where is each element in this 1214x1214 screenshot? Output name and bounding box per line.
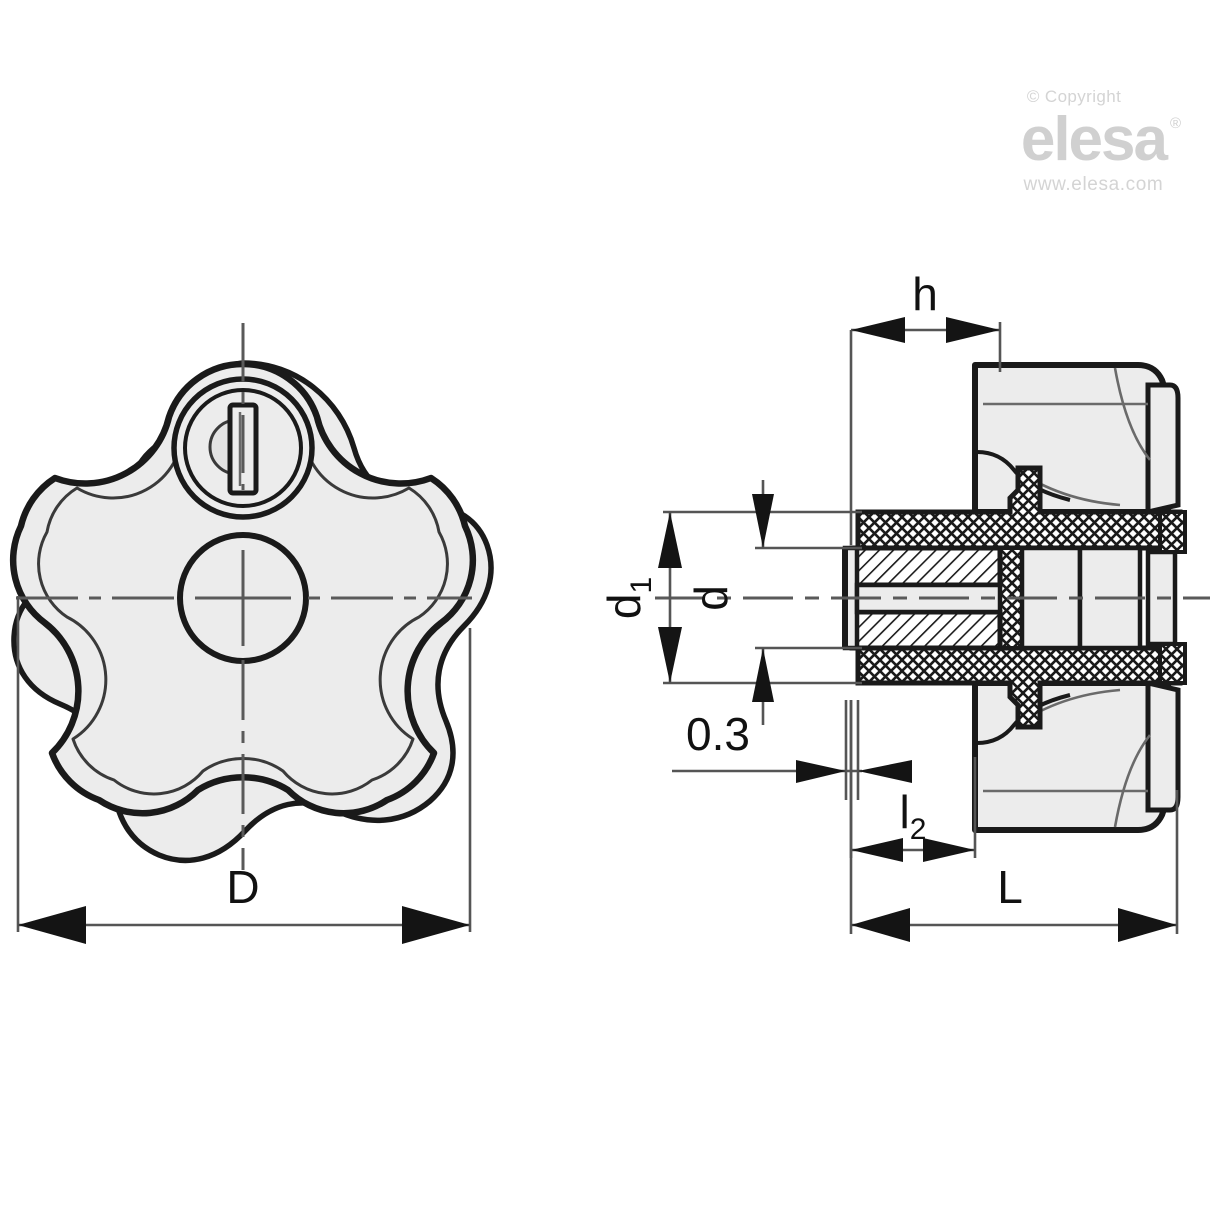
- upper-lobe-body: [972, 362, 1171, 515]
- bush-hatch-upper: [849, 545, 1003, 588]
- dimension-label-l2-main: l: [900, 786, 910, 838]
- dimension-label-d1-sub: 1: [625, 577, 658, 594]
- lower-lobe-body: [972, 680, 1171, 833]
- knob-front-view: [9, 360, 477, 817]
- arrowhead-h-right: [946, 317, 1000, 343]
- arrowhead-d1-bottom: [658, 627, 682, 683]
- dimension-L: L: [849, 700, 1179, 942]
- dimension-label-l2: l2: [900, 786, 927, 846]
- arrowhead-h-left: [851, 317, 905, 343]
- arrowhead-l2-right: [923, 838, 975, 862]
- website-url: www.elesa.com: [1023, 173, 1164, 195]
- lower-lobe-rim: [1145, 679, 1181, 813]
- dimension-label-D: D: [226, 861, 259, 913]
- upper-lobe-rim: [1145, 382, 1181, 516]
- dimension-label-thickness: 0.3: [686, 708, 750, 760]
- arrowhead-D-left: [18, 906, 86, 944]
- dimension-d: d: [685, 480, 862, 725]
- dimension-label-d1-main: d: [598, 594, 650, 620]
- arrowhead-thickness-right: [858, 760, 912, 783]
- elesa-logo-text: elesa: [1020, 105, 1168, 174]
- dimension-label-d1: d1: [598, 577, 658, 619]
- dimension-label-h: h: [912, 268, 938, 320]
- dimension-thickness: 0.3: [672, 700, 912, 800]
- dimension-l2: l2: [849, 700, 977, 862]
- upper-lobe-inner-curve-1: [1113, 367, 1152, 461]
- bush-hatch-lower: [849, 609, 1003, 651]
- arrowhead-L-right: [1118, 908, 1177, 942]
- registered-mark-icon: ®: [1169, 115, 1181, 132]
- arrowhead-d1-top: [658, 512, 682, 568]
- arrowhead-L-left: [851, 908, 910, 942]
- dimension-label-L: L: [997, 861, 1023, 913]
- dimension-label-l2-sub: 2: [910, 813, 927, 846]
- dimension-h: h: [849, 268, 1002, 545]
- right-rim-hatch-lower: [1158, 642, 1187, 685]
- arrowhead-d-bottom: [752, 648, 774, 702]
- elesa-logo: elesa®: [1021, 109, 1181, 171]
- upper-lobe-fillet: [976, 450, 1071, 502]
- arrowhead-l2-left: [851, 838, 903, 862]
- right-rim-hatch-upper: [1158, 510, 1187, 554]
- dimension-label-d: d: [685, 585, 737, 611]
- copyright-text: © Copyright: [1026, 87, 1122, 106]
- dimension-D: D: [16, 596, 472, 944]
- section-view: [655, 362, 1210, 833]
- front-view: [9, 323, 494, 870]
- arrowhead-D-right: [402, 906, 470, 944]
- arrowhead-thickness-left: [796, 760, 846, 783]
- lower-lobe-inner-curve-1: [1113, 734, 1152, 828]
- lower-lobe-fillet: [976, 693, 1071, 745]
- arrowhead-d-top: [752, 494, 774, 548]
- threaded-bush: [842, 545, 1003, 651]
- elesa-watermark: © Copyright elesa® www.elesa.com: [1021, 87, 1181, 196]
